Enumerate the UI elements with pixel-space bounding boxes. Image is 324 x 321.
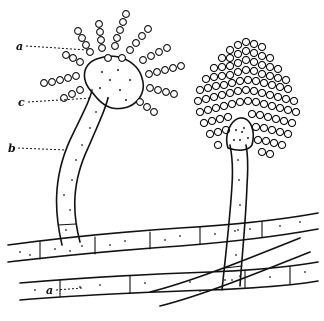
left-spore-chains	[41, 11, 185, 116]
right-conidiophore	[194, 38, 299, 290]
mycelium	[8, 213, 318, 306]
right-vesicle-granules	[235, 127, 249, 141]
right-stalk-granules	[231, 131, 243, 281]
label-a-bottom-text: a	[46, 284, 53, 297]
left-stalk	[57, 90, 92, 245]
label-b: b	[8, 142, 66, 155]
label-c-text: c	[18, 96, 25, 109]
label-a-bottom: a	[46, 284, 82, 297]
label-c: c	[18, 96, 92, 109]
left-vesicle	[84, 56, 143, 108]
label-a-top-text: a	[16, 40, 23, 53]
right-spore-cluster	[194, 38, 299, 157]
label-a-top: a	[16, 40, 88, 53]
left-conidiophore	[41, 11, 185, 245]
label-b-text: b	[8, 142, 16, 155]
